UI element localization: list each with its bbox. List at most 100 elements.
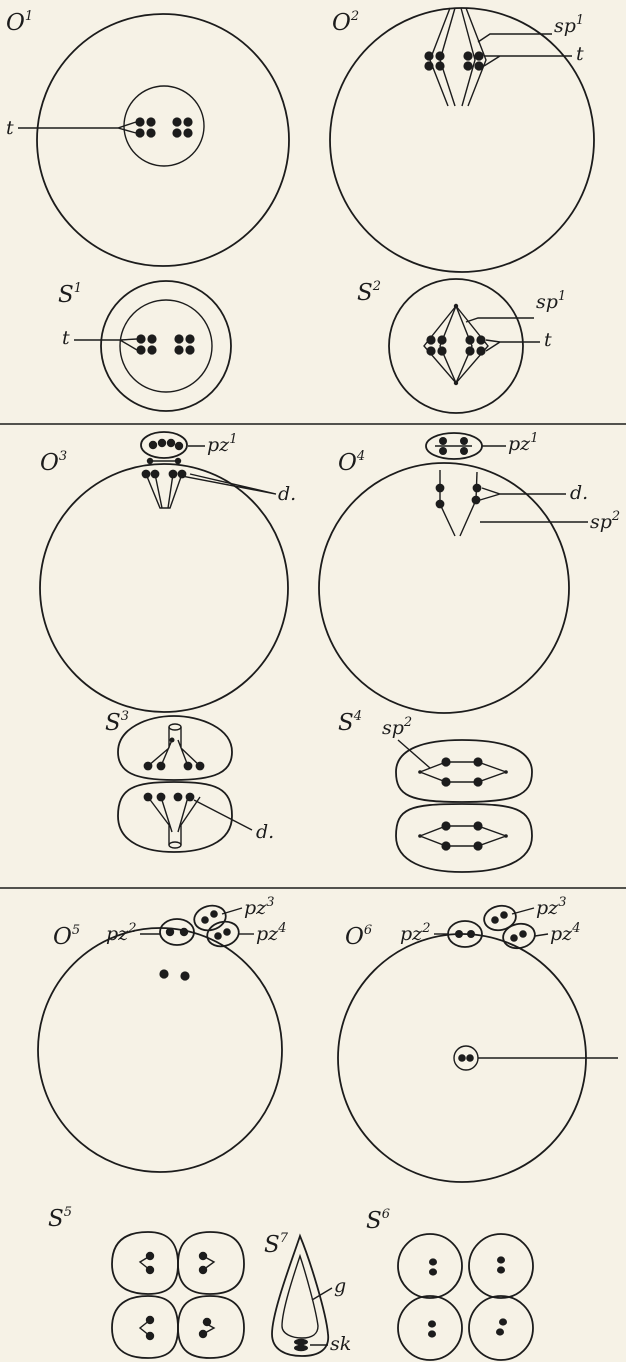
panel-S5: S5 [48, 1205, 245, 1359]
panel-O6: O6 pz2 pz3 pz4 [337, 895, 618, 1183]
label-pz2: pz2 [106, 921, 136, 945]
polar-body-4 [206, 920, 240, 948]
spermatid [468, 1295, 534, 1361]
panel-S1-label: S1 [58, 281, 82, 308]
chromosome [179, 927, 189, 937]
panel-S6: S6 [366, 1207, 534, 1361]
polar-body-3 [483, 904, 517, 932]
spermatocyte-lower [395, 803, 533, 873]
label-pz3: pz3 [244, 895, 274, 919]
label-g: g [334, 1275, 346, 1297]
polar-body-chromosomes [435, 437, 472, 455]
cell-outline [100, 280, 232, 412]
spermatozoon-inner [281, 1253, 319, 1339]
panel-S3: S3 d. [105, 709, 274, 853]
label-t: t [576, 43, 584, 65]
label-pz2: pz2 [400, 921, 430, 945]
sperm-nucleus [294, 1344, 308, 1352]
polar-body-2 [159, 918, 195, 946]
label-pz4: pz4 [256, 921, 286, 945]
spermatid [111, 1231, 179, 1295]
spindle-1 [423, 303, 489, 386]
panel-O2: O2 sp1 t [329, 7, 595, 273]
leader-line-d [181, 473, 277, 495]
egg-outline [39, 463, 289, 713]
panel-S7: S7 g sk [264, 1231, 351, 1357]
panel-S7-label: S7 [264, 1231, 289, 1258]
spermatid-chromosomes [428, 1256, 507, 1338]
leader-line-d [479, 487, 566, 501]
leader-line-d [193, 799, 253, 831]
spermatid [397, 1295, 463, 1361]
panel-S4: S4 sp2 [338, 709, 533, 873]
label-pz1: pz1 [508, 431, 538, 455]
egg-outline [37, 927, 283, 1173]
polar-body-4 [502, 922, 536, 950]
polar-body-3 [193, 904, 227, 932]
panel-S2-label: S2 [357, 279, 381, 306]
panel-O6-label: O6 [345, 923, 372, 950]
label-pz4: pz4 [550, 921, 580, 945]
spindle-2-lower [418, 821, 509, 851]
leader-line-t [485, 339, 540, 352]
spermatid [111, 1295, 179, 1359]
sperm-nucleus [294, 1338, 308, 1346]
nucleus-outline [119, 299, 213, 393]
leader-line-t [18, 121, 137, 134]
spermatocyte-upper [395, 739, 533, 803]
egg-outline [36, 13, 290, 267]
label-t: t [62, 327, 70, 349]
spermatid [468, 1233, 534, 1299]
tetrad-chromosomes [136, 334, 195, 355]
label-sp2: sp2 [590, 509, 620, 533]
spermatocyte-lower [117, 781, 233, 853]
leader-line-sp1 [465, 317, 534, 323]
panel-O5-label: O5 [53, 923, 80, 950]
label-pz1: pz1 [207, 432, 237, 456]
panel-S3-label: S3 [105, 709, 129, 736]
nucleus-outline [123, 85, 205, 167]
zygote-nucleus [453, 1045, 479, 1071]
spermatozoon-outline [271, 1233, 330, 1357]
leader-line-pz4 [534, 933, 549, 937]
leader-line-t [74, 338, 138, 351]
chromosome [165, 927, 175, 937]
egg-outline [318, 462, 570, 714]
spermatid [397, 1233, 463, 1299]
spermatid [177, 1295, 245, 1359]
panel-O1-label: O1 [6, 9, 33, 36]
dyads-upper [143, 723, 205, 771]
spindle-2-upper [418, 757, 509, 787]
spermatid-chromosomes [138, 1251, 216, 1341]
panel-O2-label: O2 [332, 9, 359, 36]
leader-line-t [483, 55, 572, 67]
panel-O4-label: O4 [338, 449, 365, 476]
spermatid [177, 1231, 245, 1295]
label-sp1: sp1 [554, 13, 584, 37]
label-sp2: sp2 [382, 715, 412, 739]
label-d: d. [278, 483, 296, 505]
tetrad-chromosomes [135, 117, 193, 138]
egg-chromosome [159, 969, 169, 979]
label-pz3: pz3 [536, 895, 566, 919]
cell-outline [388, 278, 524, 414]
label-sp1: sp1 [536, 289, 566, 313]
egg-chromosome [180, 971, 190, 981]
leader-line-sp2 [397, 739, 431, 769]
leader-line-pz3 [511, 907, 535, 915]
panel-O3-label: O3 [40, 449, 67, 476]
panel-O3: O3 pz1 d. [39, 431, 296, 713]
polar-body-chromosomes [148, 438, 184, 451]
panel-O4: O4 pz1 d. sp2 [318, 431, 620, 714]
panel-O1: O1 t [6, 9, 290, 267]
label-t: t [6, 117, 14, 139]
egg-outline [329, 7, 595, 273]
tetrad-chromosomes [424, 51, 484, 71]
panel-S2: S2 sp1 t [357, 278, 566, 414]
leader-line-sp1 [477, 33, 552, 43]
panel-S5-label: S5 [48, 1205, 72, 1232]
panel-O5: O5 pz2 pz3 pz4 [37, 895, 286, 1173]
panel-S4-label: S4 [338, 709, 362, 736]
leader-line-g [311, 1287, 333, 1301]
